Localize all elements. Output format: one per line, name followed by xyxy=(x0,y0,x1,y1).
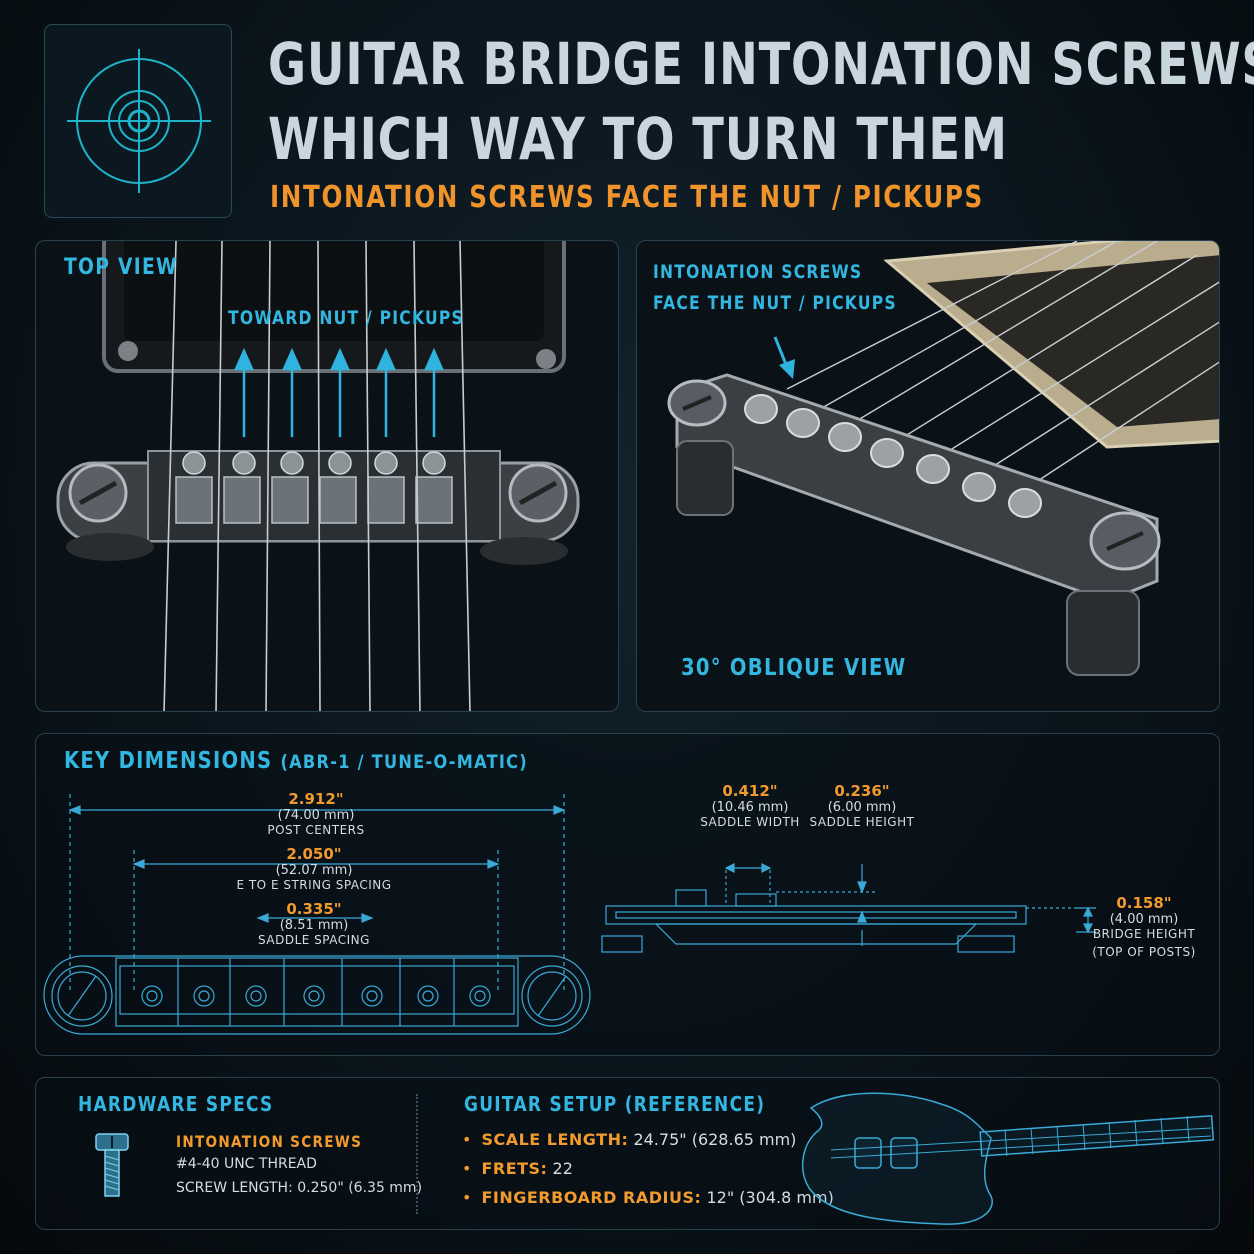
dim-bridge-height: 0.158" (4.00 mm) BRIDGE HEIGHT (TOP OF P… xyxy=(1084,894,1204,959)
dim-bridge-height-caption1: BRIDGE HEIGHT xyxy=(1092,927,1196,941)
guitar-setup-title: GUITAR SETUP (REFERENCE) xyxy=(464,1092,766,1116)
dim-saddle-height-mm: (6.00 mm) xyxy=(827,800,897,815)
page-subtitle: INTONATION SCREWS FACE THE NUT / PICKUPS xyxy=(270,180,984,215)
screw-icon xyxy=(95,1133,129,1197)
dim-bridge-height-caption2: (TOP OF POSTS) xyxy=(1092,945,1196,959)
bullet-dot: • xyxy=(462,1130,472,1149)
guitar-wireframe-icon xyxy=(801,1092,1215,1225)
dim-saddle-spacing-mm: (8.51 mm) xyxy=(279,918,349,933)
dim-saddle-width-value: 0.412" xyxy=(722,782,778,800)
oblique-view-label: 30° OBLIQUE VIEW xyxy=(681,655,907,681)
setup-key: FINGERBOARD RADIUS: xyxy=(481,1188,702,1207)
bridge-blueprint-drawing xyxy=(43,794,1096,1035)
specs-panel: HARDWARE SPECS INTONATION SCREWS #4-40 U… xyxy=(35,1077,1220,1230)
hardware-specs-title: HARDWARE SPECS xyxy=(78,1092,274,1116)
top-view-panel: TOP VIEW TOWARD NUT / PICKUPS xyxy=(35,240,619,712)
dim-saddle-width: 0.412" (10.46 mm) SADDLE WIDTH xyxy=(690,782,810,829)
key-dimensions-panel: KEY DIMENSIONS (ABR-1 / TUNE-O-MATIC) xyxy=(35,733,1220,1056)
dim-post-centers-caption: POST CENTERS xyxy=(267,823,365,837)
top-view-label: TOP VIEW xyxy=(64,255,178,280)
page-title-line2: WHICH WAY TO TURN THEM xyxy=(268,105,1008,173)
screw-thread-spec: #4-40 UNC THREAD xyxy=(176,1156,317,1172)
dim-string-spacing: 2.050" (52.07 mm) E TO E STRING SPACING xyxy=(214,845,414,892)
dim-saddle-height-value: 0.236" xyxy=(834,782,890,800)
crosshair-icon xyxy=(67,49,211,193)
setup-fingerboard-radius: • FINGERBOARD RADIUS: 12" (304.8 mm) xyxy=(462,1188,834,1207)
dim-string-spacing-value: 2.050" xyxy=(286,845,342,863)
setup-scale-length: • SCALE LENGTH: 24.75" (628.65 mm) xyxy=(462,1130,796,1149)
bullet-dot: • xyxy=(462,1188,472,1207)
oblique-view-panel: INTONATION SCREWS FACE THE NUT / PICKUPS… xyxy=(636,240,1220,712)
setup-value: 24.75" (628.65 mm) xyxy=(628,1130,797,1149)
oblique-callout-line2: FACE THE NUT / PICKUPS xyxy=(653,292,897,314)
setup-frets: • FRETS: 22 xyxy=(462,1159,573,1178)
dim-saddle-height-caption: SADDLE HEIGHT xyxy=(809,815,915,829)
dimensions-title-main: KEY DIMENSIONS xyxy=(64,748,273,774)
dimensions-title: KEY DIMENSIONS (ABR-1 / TUNE-O-MATIC) xyxy=(64,748,528,774)
screw-length-spec: SCREW LENGTH: 0.250" (6.35 mm) xyxy=(176,1180,423,1196)
dim-saddle-width-caption: SADDLE WIDTH xyxy=(700,815,800,829)
bullet-dot: • xyxy=(462,1159,472,1178)
dim-string-spacing-caption: E TO E STRING SPACING xyxy=(236,878,392,892)
dim-post-centers: 2.912" (74.00 mm) POST CENTERS xyxy=(216,790,416,837)
top-view-illustration xyxy=(56,241,580,711)
setup-key: SCALE LENGTH: xyxy=(481,1130,629,1149)
intonation-screws-item-title: INTONATION SCREWS xyxy=(176,1132,363,1151)
dim-saddle-spacing: 0.335" (8.51 mm) SADDLE SPACING xyxy=(214,900,414,947)
oblique-callout-line1: INTONATION SCREWS xyxy=(653,261,863,283)
dim-saddle-spacing-caption: SADDLE SPACING xyxy=(258,933,370,947)
dim-saddle-width-mm: (10.46 mm) xyxy=(711,800,789,815)
target-logo xyxy=(44,24,232,218)
dim-string-spacing-mm: (52.07 mm) xyxy=(275,863,353,878)
dim-post-centers-value: 2.912" xyxy=(288,790,344,808)
toward-nut-label: TOWARD NUT / PICKUPS xyxy=(228,307,464,329)
dimensions-title-paren: (ABR-1 / TUNE-O-MATIC) xyxy=(280,751,528,773)
dim-bridge-height-mm: (4.00 mm) xyxy=(1109,912,1179,927)
dim-saddle-height: 0.236" (6.00 mm) SADDLE HEIGHT xyxy=(802,782,922,829)
setup-key: FRETS: xyxy=(481,1159,548,1178)
section-divider xyxy=(416,1094,418,1214)
oblique-view-illustration xyxy=(667,241,1219,676)
page-title-line1: GUITAR BRIDGE INTONATION SCREWS: xyxy=(268,30,1254,98)
dim-bridge-height-value: 0.158" xyxy=(1116,894,1172,912)
setup-value: 12" (304.8 mm) xyxy=(701,1188,834,1207)
setup-value: 22 xyxy=(547,1159,573,1178)
dim-post-centers-mm: (74.00 mm) xyxy=(277,808,355,823)
dim-saddle-spacing-value: 0.335" xyxy=(286,900,342,918)
